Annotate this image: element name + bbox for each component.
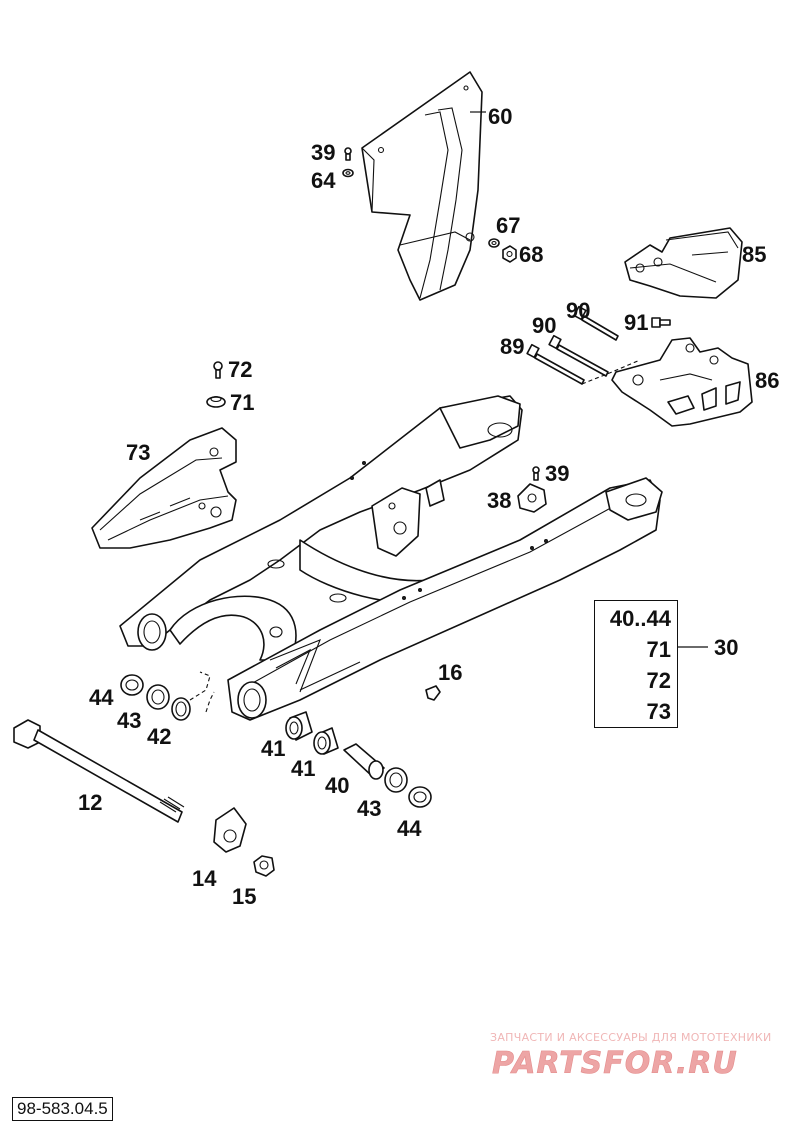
callout-label-85: 85 [742,242,766,267]
kit-item: 72 [646,668,671,693]
callout-label-89: 89 [500,334,524,359]
callout-label-44: 44 [89,685,114,710]
callout-label-39: 39 [545,461,569,486]
bushing-part [384,767,408,793]
kit-item: 73 [646,699,671,724]
callout-label-68: 68 [519,242,543,267]
callout-label-90: 90 [532,313,556,338]
swingarm-part [119,395,663,721]
screw-part [532,466,540,481]
callout-label-64: 64 [311,168,336,193]
document-number: 98-583.04.5 [12,1097,113,1121]
bolt-part [526,343,585,385]
washer-part [342,168,354,178]
seal-part [120,674,144,696]
callout-label-40: 40 [325,773,349,798]
callout-label-91: 91 [624,310,648,335]
callout-label-60: 60 [488,104,512,129]
pivot-bolt-part [13,719,185,823]
bushing-part [146,684,170,710]
callout-label-90: 90 [566,298,590,323]
partsfor-logo: PARTSFOR.RU [492,1046,784,1081]
screw-part [344,147,352,161]
chain-guide-block-part [624,227,743,299]
chain-adjuster-plate-part [213,807,247,853]
watermark-caption: ЗАПЧАСТИ И АКСЕССУАРЫ ДЛЯ МОТОТЕХНИКИ [490,1031,772,1044]
bolt-part [548,334,609,377]
washer-part [206,395,226,408]
callout-label-86: 86 [755,368,779,393]
kit-item: 40..44 [609,606,671,631]
sleeve-part [343,743,385,780]
kit-contents-box: 40..44 71 72 73 [594,600,678,728]
nut-part [502,245,517,263]
callout-label-73: 73 [126,440,150,465]
chain-slider-part [91,427,237,549]
callout-label-30: 30 [714,635,738,660]
callout-label-43: 43 [357,796,381,821]
callout-label-43: 43 [117,708,141,733]
callout-label-44: 44 [397,816,422,841]
callout-label-15: 15 [232,884,256,909]
callout-label-16: 16 [438,660,462,685]
callout-label-67: 67 [496,213,520,238]
callout-label-39: 39 [311,140,335,165]
washer-part [488,238,500,248]
nut-part [253,855,275,877]
callout-label-71: 71 [230,390,254,415]
chain-guard-part [361,71,483,301]
callout-label-42: 42 [147,724,171,749]
bolt-part [573,305,619,341]
needle-bearing-part [313,727,339,755]
needle-bearing-part [285,711,313,741]
callout-label-72: 72 [228,357,252,382]
kit-item: 71 [646,637,671,662]
callout-label-38: 38 [487,488,511,513]
seal-part [408,786,432,808]
clip-part [517,483,547,513]
svg-text:PARTSFOR.RU: PARTSFOR.RU [492,1046,738,1081]
bolt-part [651,317,671,328]
callout-label-12: 12 [78,790,102,815]
callout-label-41: 41 [261,736,285,761]
washer-part [171,697,191,721]
grease-nipple-part [425,685,441,701]
callout-label-14: 14 [192,866,217,891]
callout-label-41: 41 [291,756,315,781]
chain-guide-bracket-part [611,337,753,427]
screw-part [213,361,223,379]
